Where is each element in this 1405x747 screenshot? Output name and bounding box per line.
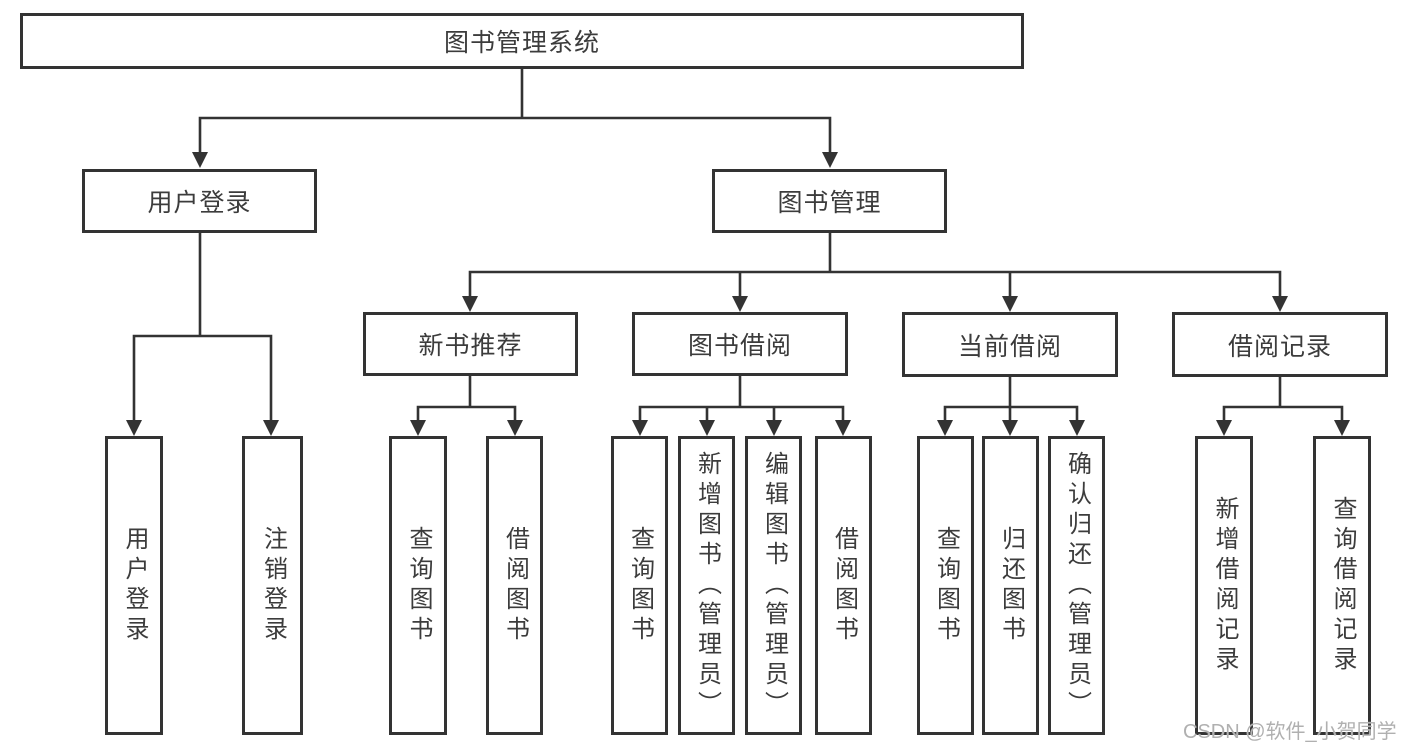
leaf-user-login: 用户登录 (105, 436, 163, 735)
node-library-system: 图书管理系统 (20, 13, 1024, 69)
leaf-add-book-admin-label: 新增图书（管理员） (693, 450, 721, 721)
watermark: CSDN @软件_小贺同学 (1183, 721, 1397, 743)
leaf-query-book-1: 查询图书 (389, 436, 447, 735)
leaf-return-book: 归还图书 (982, 436, 1039, 735)
leaf-query-book-1-label: 查询图书 (405, 525, 432, 646)
leaf-return-book-label: 归还图书 (997, 525, 1025, 646)
leaf-query-book-3-label: 查询图书 (932, 525, 960, 646)
leaf-logout: 注销登录 (242, 436, 303, 735)
leaf-query-book-3: 查询图书 (917, 436, 974, 735)
node-borrow-record-label: 借阅记录 (1227, 332, 1332, 361)
node-user-login-group: 用户登录 (82, 169, 317, 233)
leaf-logout-label: 注销登录 (259, 525, 287, 646)
node-book-management-group-label: 图书管理 (777, 189, 882, 217)
leaf-borrow-book-2: 借阅图书 (815, 436, 872, 735)
leaf-add-borrow-record: 新增借阅记录 (1195, 436, 1253, 735)
node-current-borrow-label: 当前借阅 (957, 332, 1062, 361)
leaf-query-borrow-record: 查询借阅记录 (1313, 436, 1371, 735)
leaf-confirm-return-admin-label: 确认归还（管理员） (1063, 450, 1091, 721)
connector-book-borrow-children (638, 374, 845, 423)
leaf-query-borrow-record-label: 查询借阅记录 (1329, 495, 1356, 676)
connector-borrow-record-children (1222, 374, 1344, 423)
leaf-borrow-book-1-label: 借阅图书 (501, 525, 529, 646)
connector-user-login-children (132, 231, 273, 423)
node-user-login-group-label: 用户登录 (147, 189, 252, 217)
leaf-edit-book-admin: 编辑图书（管理员） (745, 436, 802, 735)
leaf-borrow-book-2-label: 借阅图书 (830, 525, 858, 646)
connector-new-book-recommend-children (416, 374, 517, 423)
connector-book-management-children (468, 230, 1282, 299)
leaf-user-login-label: 用户登录 (121, 525, 148, 646)
leaf-confirm-return-admin: 确认归还（管理员） (1048, 436, 1105, 735)
leaf-edit-book-admin-label: 编辑图书（管理员） (760, 450, 788, 721)
leaf-query-book-2: 查询图书 (611, 436, 668, 735)
arrowheads (126, 152, 1350, 436)
node-new-book-recommend-label: 新书推荐 (418, 332, 523, 360)
leaf-borrow-book-1: 借阅图书 (486, 436, 543, 735)
node-book-management-group: 图书管理 (712, 169, 947, 233)
leaf-add-borrow-record-label: 新增借阅记录 (1211, 495, 1238, 676)
node-current-borrow: 当前借阅 (902, 312, 1118, 377)
node-borrow-record: 借阅记录 (1172, 312, 1388, 377)
leaf-query-book-2-label: 查询图书 (626, 525, 654, 646)
node-book-borrow-label: 图书借阅 (687, 332, 792, 360)
node-new-book-recommend: 新书推荐 (363, 312, 578, 376)
node-book-borrow: 图书借阅 (632, 312, 848, 376)
connector-current-borrow-children (943, 374, 1079, 423)
connector-root-to-level2 (198, 66, 832, 155)
node-library-system-label: 图书管理系统 (443, 29, 600, 57)
leaf-add-book-admin: 新增图书（管理员） (678, 436, 735, 735)
